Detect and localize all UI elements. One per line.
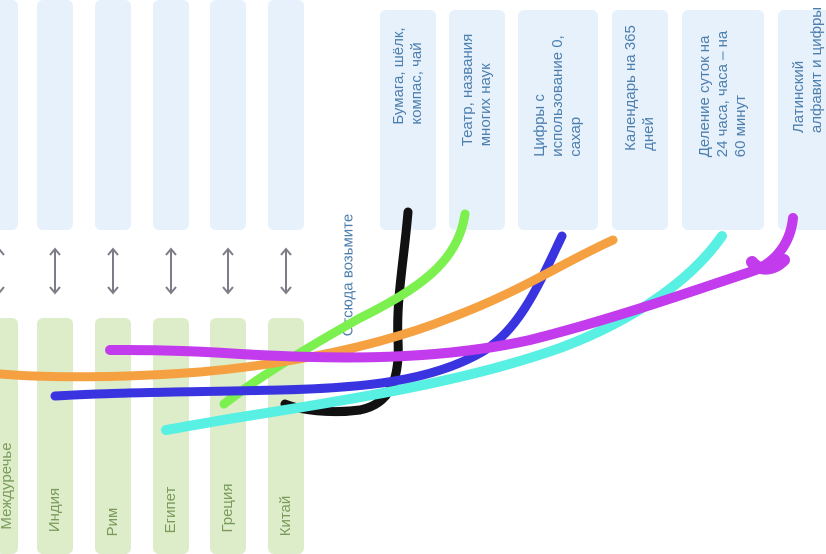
empty-card[interactable] — [268, 0, 304, 230]
black-connector-stroke — [280, 207, 413, 417]
double-arrow-icon — [0, 248, 5, 294]
country-card[interactable]: Индия — [37, 318, 73, 554]
double-arrow-icon — [49, 247, 61, 295]
empty-card[interactable] — [0, 0, 18, 230]
empty-card[interactable] — [37, 0, 73, 230]
purple-connector-stroke — [105, 213, 798, 363]
empty-card[interactable] — [153, 0, 189, 230]
double-arrow-icon — [107, 247, 119, 295]
empty-card[interactable] — [95, 0, 131, 230]
double-arrow-icon — [165, 247, 177, 295]
invention-card[interactable]: Бумага, шёлк,компас, чай — [380, 10, 436, 230]
blue-connector-stroke — [50, 231, 567, 401]
country-card[interactable]: Египет — [153, 318, 189, 554]
green-connector-stroke — [219, 209, 470, 409]
double-arrow-icon — [280, 247, 292, 295]
empty-card[interactable] — [210, 0, 246, 230]
cyan-connector-stroke — [161, 231, 727, 435]
purple-connector-stroke — [746, 254, 790, 275]
country-card[interactable]: Рим — [95, 318, 131, 554]
double-arrow-icon — [222, 247, 234, 295]
